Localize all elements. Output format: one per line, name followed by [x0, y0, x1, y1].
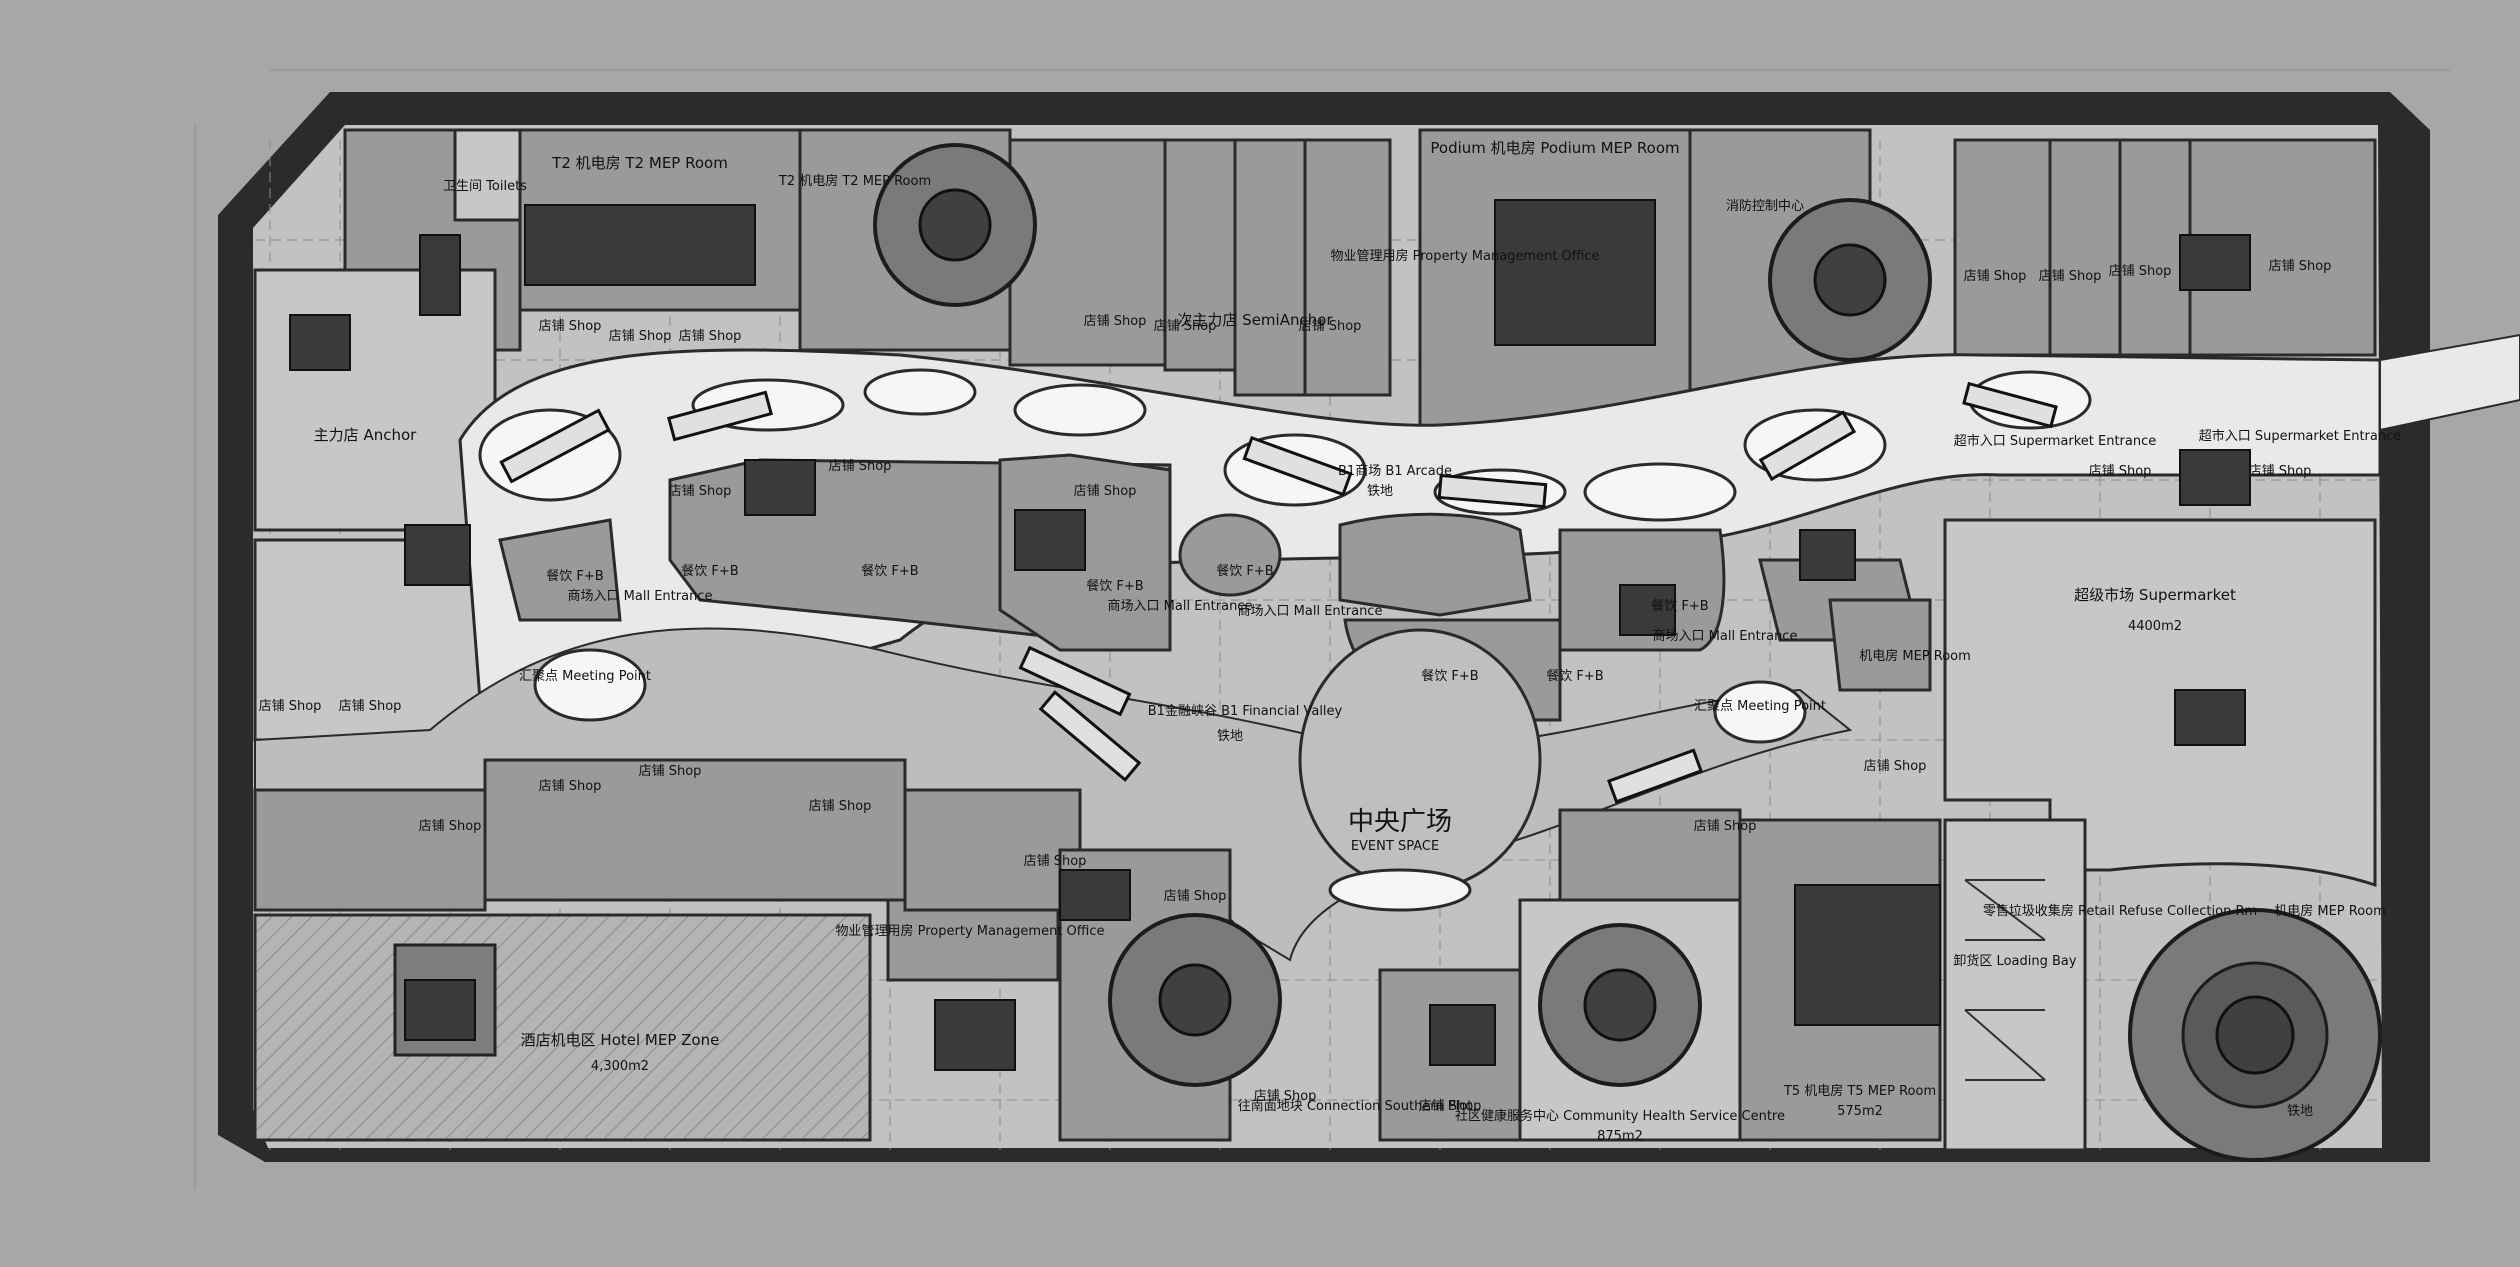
label-shop-8: 店铺 Shop — [2039, 269, 2102, 284]
label-shop-15: 店铺 Shop — [339, 699, 402, 714]
room-labels: 卫生间 Toilets T2 机电房 T2 MEP Room T2 机电房 T2… — [259, 139, 2402, 1144]
escalators — [499, 381, 2058, 804]
label-podium-mep: Podium 机电房 Podium MEP Room — [1430, 139, 1679, 157]
label-shop-22: 店铺 Shop — [1254, 1089, 1317, 1104]
label-event-space-en: EVENT SPACE — [1351, 839, 1439, 854]
grid-markers — [194, 69, 2450, 1190]
label-shop-3: 店铺 Shop — [679, 329, 742, 344]
label-retail-refuse: 零售垃圾收集房 Retail Refuse Collection Rm — [1983, 903, 2257, 919]
label-subway-2: 铁地 — [1367, 484, 1393, 499]
label-mall-entrance-2: 商场入口 Mall Entrance — [1108, 599, 1253, 614]
label-t5-mep-area: 575m2 — [1837, 1104, 1883, 1119]
label-t2-mep: T2 机电房 T2 MEP Room — [551, 154, 728, 172]
label-shop-27: 店铺 Shop — [2249, 464, 2312, 479]
label-subway-3: 铁地 — [2287, 1104, 2313, 1119]
hotel-mep-zone — [253, 913, 872, 1142]
label-mep-room-2: 机电房 MEP Room — [1859, 648, 1971, 664]
spiral-ramps — [873, 143, 2382, 1162]
label-shop-21: 店铺 Shop — [1164, 889, 1227, 904]
exit-ramp — [2379, 333, 2520, 432]
label-shop-6: 店铺 Shop — [1299, 319, 1362, 334]
label-b1-arcade: B1商场 B1 Arcade — [1338, 464, 1452, 479]
label-shop-17: 店铺 Shop — [539, 779, 602, 794]
label-shop-26: 店铺 Shop — [2089, 464, 2152, 479]
label-supermarket-entrance-2: 超市入口 Supermarket Entrance — [2199, 428, 2402, 444]
label-shop-18: 店铺 Shop — [639, 764, 702, 779]
label-supermarket-area: 4400m2 — [2128, 619, 2182, 634]
label-shop-11: 店铺 Shop — [669, 484, 732, 499]
label-fb-3: 餐饮 F+B — [861, 563, 918, 579]
label-meeting-point-2: 汇聚点 Meeting Point — [1694, 699, 1826, 714]
label-fb-4: 餐饮 F+B — [1086, 578, 1143, 594]
label-mep-room-1: 机电房 MEP Room — [2274, 903, 2386, 919]
cores — [289, 199, 2251, 1071]
label-fb-6: 餐饮 F+B — [1421, 668, 1478, 684]
label-shop-23: 店铺 Shop — [1419, 1099, 1482, 1114]
label-mall-entrance-3: 商场入口 Mall Entrance — [1238, 604, 1383, 619]
label-shop-16: 店铺 Shop — [419, 819, 482, 834]
label-shop-10: 店铺 Shop — [2269, 259, 2332, 274]
label-fb-5: 餐饮 F+B — [1216, 563, 1273, 579]
label-shop-9: 店铺 Shop — [2109, 264, 2172, 279]
label-shop-12: 店铺 Shop — [829, 459, 892, 474]
label-community-health-area: 875m2 — [1597, 1129, 1643, 1144]
label-shop-20: 店铺 Shop — [1024, 854, 1087, 869]
label-shop-2: 店铺 Shop — [609, 329, 672, 344]
label-shop-19: 店铺 Shop — [809, 799, 872, 814]
label-shop-13: 店铺 Shop — [1074, 484, 1137, 499]
label-anchor: 主力店 Anchor — [314, 426, 417, 444]
label-fb-1: 餐饮 F+B — [546, 568, 603, 584]
label-meeting-point-1: 汇聚点 Meeting Point — [519, 669, 651, 684]
supermarket-area — [1943, 518, 2377, 888]
label-mall-entrance-4: 商场入口 Mall Entrance — [1653, 629, 1798, 644]
label-connection-south: 往南面地块 Connection Southern Plot — [1238, 1098, 1473, 1114]
label-shop-25: 店铺 Shop — [1864, 759, 1927, 774]
label-supermarket: 超级市场 Supermarket — [2074, 586, 2236, 604]
label-t5-mep: T5 机电房 T5 MEP Room — [1783, 1083, 1936, 1099]
label-fb-7: 餐饮 F+B — [1546, 668, 1603, 684]
label-t2-mep-short: T2 机电房 T2 MEP Room — [778, 173, 931, 189]
label-loading-bay: 卸货区 Loading Bay — [1953, 953, 2076, 969]
label-event-space-cn: 中央广场 — [1348, 807, 1452, 837]
label-supermarket-entrance-1: 超市入口 Supermarket Entrance — [1954, 433, 2157, 449]
label-shop-14: 店铺 Shop — [259, 699, 322, 714]
label-shop-4: 店铺 Shop — [1084, 314, 1147, 329]
label-hotel-mep-area: 4,300m2 — [591, 1059, 649, 1074]
label-shop-24: 店铺 Shop — [1694, 819, 1757, 834]
loading-ramps — [1964, 879, 2046, 1081]
label-subway-1: 铁地 — [1217, 729, 1243, 744]
label-community-health: 社区健康服务中心 Community Health Service Centre — [1455, 1108, 1785, 1124]
label-mall-entrance-1: 商场入口 Mall Entrance — [568, 589, 713, 604]
label-property-mgmt-bottom: 物业管理用房 Property Management Office — [836, 923, 1105, 939]
label-fire-control: 消防控制中心 — [1726, 198, 1804, 214]
label-financial-valley: B1金融峡谷 B1 Financial Valley — [1148, 703, 1343, 719]
label-fb-2: 餐饮 F+B — [681, 563, 738, 579]
label-toilets: 卫生间 Toilets — [443, 179, 527, 194]
label-hotel-mep: 酒店机电区 Hotel MEP Zone — [521, 1031, 720, 1049]
label-semi-anchor: 次主力店 SemiAnchor — [1177, 311, 1333, 329]
label-fb-8: 餐饮 F+B — [1651, 598, 1708, 614]
label-property-mgmt-top: 物业管理用房 Property Management Office — [1331, 248, 1600, 264]
label-shop-5: 店铺 Shop — [1154, 319, 1217, 334]
label-shop-1: 店铺 Shop — [539, 319, 602, 334]
label-shop-7: 店铺 Shop — [1964, 269, 2027, 284]
